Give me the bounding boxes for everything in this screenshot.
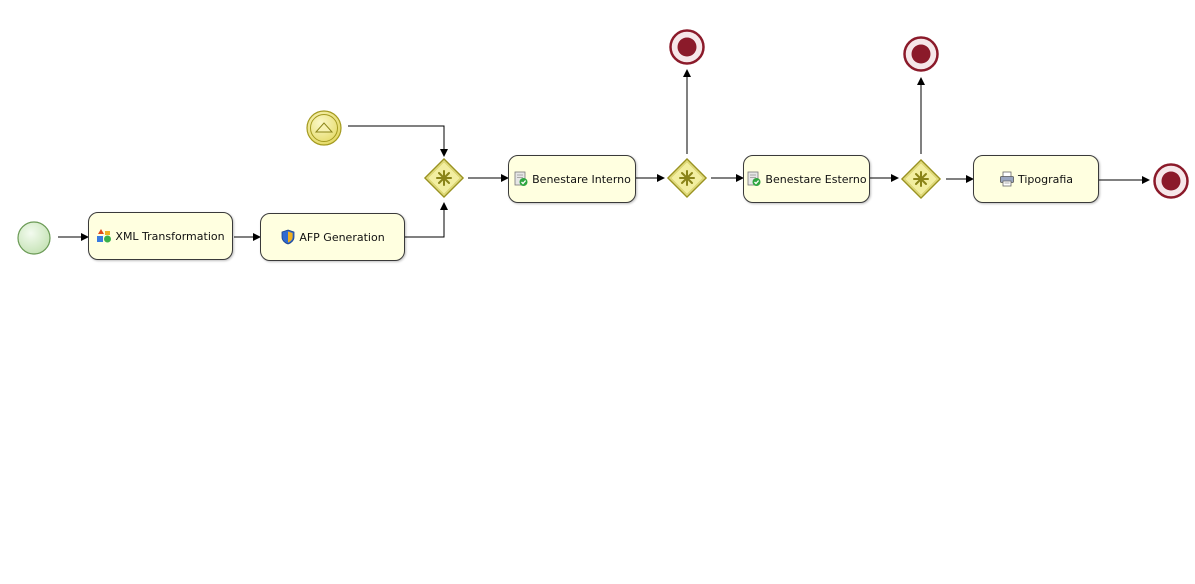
approval-check-icon: [513, 171, 529, 187]
task-tipografia[interactable]: Tipografia: [973, 155, 1099, 203]
task-label: Tipografia: [1017, 172, 1074, 186]
task-xml-transformation[interactable]: XML Transformation: [88, 212, 233, 260]
flow-afp-to-gateway1[interactable]: [405, 202, 448, 238]
task-benestare-esterno[interactable]: Benestare Esterno: [743, 155, 870, 203]
task-afp-generation[interactable]: AFP Generation: [260, 213, 405, 261]
task-label: XML Transformation: [115, 229, 225, 243]
triangle-icon: [314, 122, 334, 133]
start-event[interactable]: [17, 221, 51, 255]
shield-icon: [280, 229, 296, 245]
end-event-2[interactable]: [903, 36, 939, 72]
task-benestare-interno[interactable]: Benestare Interno: [508, 155, 636, 203]
asterisk-icon: [913, 171, 929, 187]
xml-transform-icon: [96, 228, 112, 244]
printer-icon: [999, 171, 1015, 187]
parallel-gateway-2[interactable]: [666, 157, 708, 199]
task-label: Benestare Interno: [532, 172, 631, 186]
flow-message-to-gateway1[interactable]: [348, 125, 448, 157]
end-event-3[interactable]: [1153, 163, 1189, 199]
parallel-gateway-1[interactable]: [423, 157, 465, 199]
signal-start-event[interactable]: [306, 110, 342, 146]
end-event-1[interactable]: [669, 29, 705, 65]
parallel-gateway-3[interactable]: [900, 158, 942, 200]
asterisk-icon: [436, 170, 452, 186]
task-label: AFP Generation: [299, 230, 385, 244]
approval-check-icon: [746, 171, 762, 187]
task-label: Benestare Esterno: [765, 172, 867, 186]
asterisk-icon: [679, 170, 695, 186]
